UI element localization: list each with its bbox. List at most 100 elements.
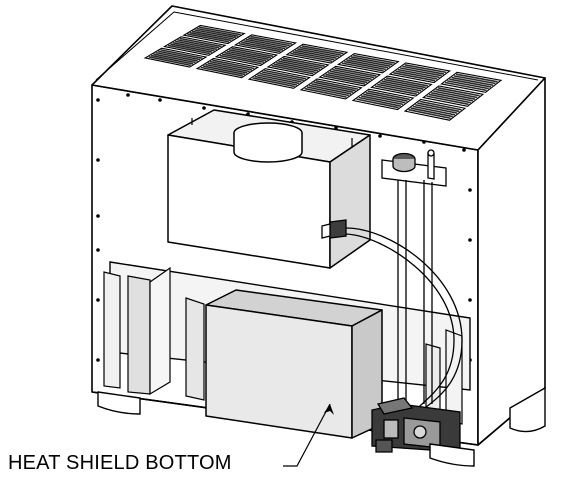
feet: [97, 386, 546, 467]
grille-slot: [259, 72, 302, 83]
grille-slot: [386, 77, 429, 87]
wire-connector: [321, 219, 347, 239]
grille-slot: [315, 79, 359, 90]
grille-slot: [179, 37, 222, 48]
grille-slot: [254, 75, 298, 86]
grille-slot: [444, 81, 487, 92]
grille-slot: [397, 68, 440, 79]
grille-slot: [417, 102, 460, 113]
grille-slot: [395, 70, 438, 80]
grille-panel: [421, 85, 485, 107]
top-grille: [143, 24, 503, 121]
grille-slot: [170, 43, 213, 53]
grille-panel: [370, 75, 433, 97]
grille-panel: [351, 88, 415, 111]
grille-slot: [402, 65, 445, 75]
grille-slot: [264, 69, 307, 80]
grille-slot: [332, 68, 375, 79]
grille-slot: [313, 81, 356, 92]
grille-slot: [174, 40, 218, 51]
foot-right-front: [429, 443, 475, 467]
grille-slot: [304, 87, 347, 98]
screw: [96, 158, 100, 162]
grille-slot: [301, 45, 344, 55]
grille-slot: [150, 54, 194, 65]
grille-slot: [243, 40, 286, 50]
grille-slot: [327, 71, 370, 82]
grille-slot: [451, 76, 494, 87]
screw: [468, 298, 472, 302]
grille-slot: [415, 103, 458, 114]
grille-slot: [449, 78, 492, 88]
grille-slot: [377, 83, 420, 94]
grille-panel: [440, 71, 503, 93]
callout-arrowhead: [324, 404, 334, 415]
callout-heat-shield-bottom: HEAT SHIELD BOTTOM: [8, 452, 232, 474]
grille-slot: [323, 75, 366, 85]
grille-slot: [177, 39, 220, 49]
grille-slot: [189, 31, 232, 42]
screw: [96, 298, 100, 302]
grille-panel: [318, 65, 382, 87]
grille-slot: [348, 57, 391, 67]
grille-slot: [224, 51, 267, 62]
grille-slot: [426, 95, 469, 106]
igniter-post: [427, 152, 435, 180]
grille-slot: [187, 33, 230, 43]
grille-slot: [408, 108, 451, 120]
grille-slot: [209, 60, 253, 71]
blower-box: [167, 109, 371, 269]
screw: [96, 98, 100, 102]
grille-slot: [341, 62, 384, 72]
grille-slot: [219, 54, 262, 65]
grille-slot: [257, 74, 300, 85]
grille-slot: [205, 63, 248, 74]
grille-slot: [329, 70, 372, 81]
grille-slot: [334, 67, 377, 77]
grille-slot: [280, 58, 323, 69]
duct-collar-body: [233, 133, 303, 163]
grille-slot: [241, 41, 283, 51]
grille-slot: [196, 27, 239, 37]
grille-slot: [428, 93, 471, 104]
grille-panel: [403, 98, 467, 121]
grille-slot: [238, 42, 281, 53]
grille-slot: [158, 50, 201, 61]
grille-slot: [393, 72, 436, 82]
grille-slot: [306, 86, 350, 97]
top-edge-bevel: [95, 11, 539, 81]
grille-slot: [148, 56, 191, 67]
screw: [96, 358, 100, 362]
grille-slot: [200, 66, 243, 77]
grille-slot: [344, 60, 386, 71]
screw: [126, 93, 130, 97]
grille-slot: [231, 47, 274, 58]
grille-slot: [404, 63, 447, 74]
grille-slot: [153, 53, 196, 64]
rear-bracket: [191, 118, 353, 148]
screw: [96, 214, 100, 218]
grille-panel: [266, 55, 330, 77]
grille-slot: [248, 37, 290, 47]
grille-slot: [311, 83, 354, 94]
grille-slot: [383, 78, 426, 89]
grille-slot: [447, 80, 489, 90]
screw: [468, 188, 472, 192]
grille-panel: [336, 53, 400, 74]
gas-valve: [371, 397, 461, 453]
grille-slot: [437, 87, 480, 97]
grille-slot: [202, 65, 246, 76]
grille-slot: [360, 95, 404, 106]
grille-slot: [367, 90, 410, 101]
heat-shield-bottom: [205, 289, 383, 439]
grille-slot: [261, 71, 304, 82]
grille-slot: [245, 38, 288, 48]
grille-slot: [275, 61, 319, 72]
grille-slot: [199, 26, 241, 36]
grille-slot: [292, 51, 335, 61]
grille-slot: [431, 92, 474, 102]
grille-slot: [379, 81, 422, 92]
grille-slot: [346, 59, 389, 69]
grille-slot: [363, 93, 406, 104]
